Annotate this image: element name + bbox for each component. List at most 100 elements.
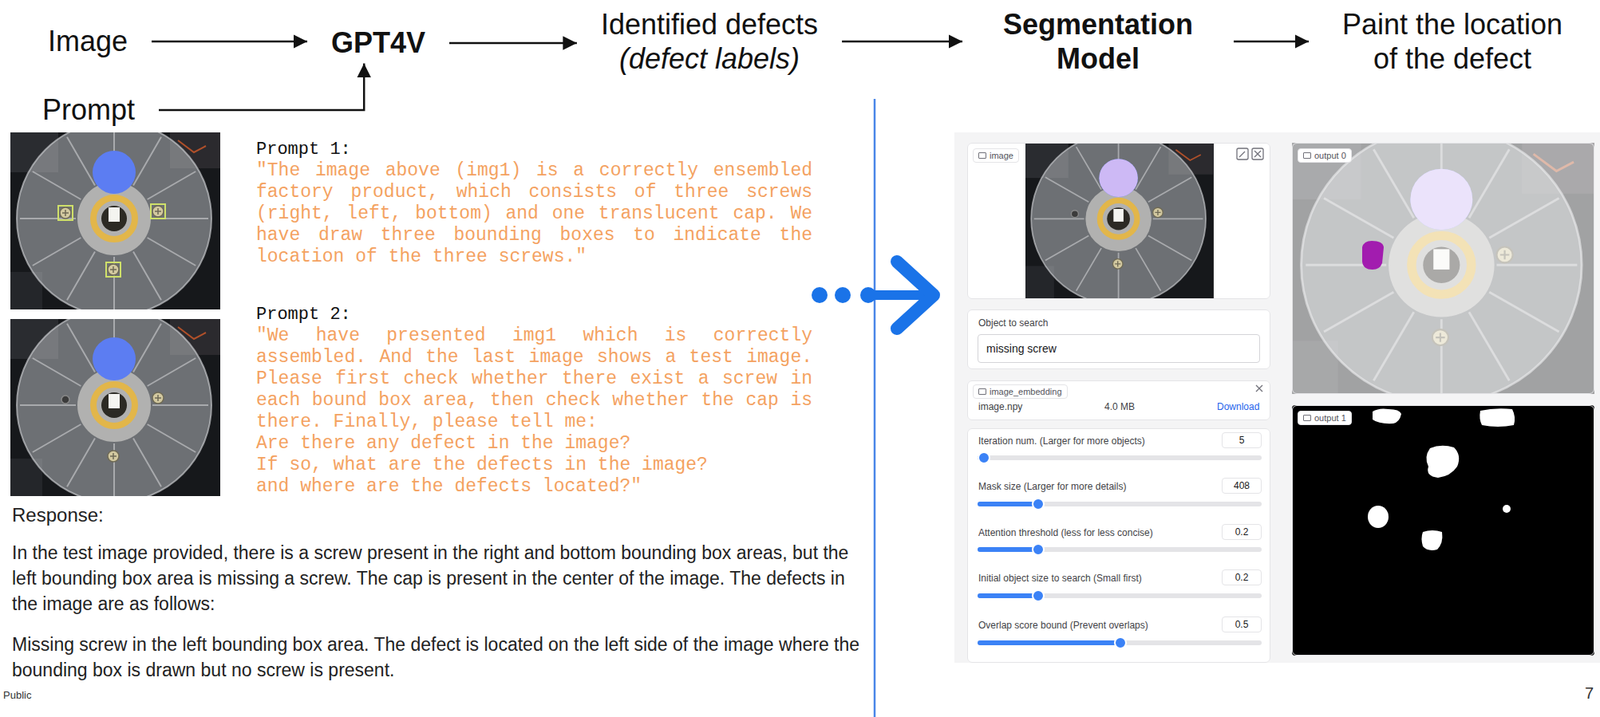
- step-label: GPT4V: [331, 25, 426, 60]
- test-image: [61, 395, 70, 404]
- divider: [873, 98, 877, 717]
- prompt-text: "The image above (img1) is a correctly e…: [256, 160, 813, 269]
- sliders: [1114, 637, 1126, 649]
- classification-note: Public: [3, 689, 32, 703]
- prompt-heading: Prompt 1:: [256, 138, 813, 161]
- sliders: [977, 593, 1262, 599]
- output-mask: [1367, 505, 1389, 529]
- continue-arrow: [834, 287, 851, 304]
- sliders: [977, 547, 1262, 553]
- flow-step: Paint the location of the defect: [1308, 3, 1597, 80]
- panel-text: Mask size (Larger for more details): [978, 481, 1126, 494]
- sliders: [977, 455, 1262, 461]
- flow-arrow: [1233, 40, 1309, 44]
- input-image: [1025, 133, 1214, 305]
- panel-tag: image: [972, 148, 1020, 163]
- value-box: 5: [1221, 432, 1262, 449]
- output-mask: [1479, 408, 1515, 427]
- step-label: Image: [47, 23, 128, 59]
- panel-tag: image_embedding: [972, 384, 1068, 400]
- reference-image: [58, 205, 73, 221]
- panel-icons: [1254, 150, 1261, 158]
- output-mask-overlay: [1362, 240, 1384, 270]
- value-box: 0.2: [1221, 524, 1262, 541]
- panel-text: image.npy: [978, 401, 1023, 414]
- panel-icons: [1239, 151, 1245, 158]
- flow-arrow: [841, 40, 963, 44]
- page-number: 7: [1584, 683, 1594, 704]
- prompt-block: Prompt 2:"We have presented img1 which i…: [256, 304, 813, 498]
- slider-value: 5: [1222, 433, 1261, 448]
- reference-image: [106, 262, 121, 277]
- test-image: [152, 392, 164, 404]
- sliders: [1032, 498, 1044, 510]
- panel-text: Initial object size to search (Small fir…: [978, 572, 1142, 585]
- app-screenshot: [967, 309, 1271, 370]
- app-screenshot: [954, 132, 1600, 664]
- flow-step: Identified defects(defect labels): [576, 3, 842, 80]
- flow-step: Image: [23, 20, 152, 62]
- test-image: [107, 450, 119, 463]
- flow-step: GPT4V: [307, 22, 450, 64]
- input-image: [1153, 207, 1164, 218]
- app-screenshot: [967, 428, 1271, 664]
- response-block: Response:In the test image provided, the…: [11, 502, 862, 684]
- prompt-heading: Prompt 2:: [256, 304, 813, 326]
- text-input: missing screw: [977, 334, 1261, 364]
- input-image: [1025, 133, 1214, 305]
- output-mask-overlay: [1291, 142, 1595, 395]
- panel-icons: [1236, 148, 1249, 160]
- output-mask: [1291, 405, 1595, 656]
- prompt-question: and where are the defects located?": [256, 476, 813, 498]
- response-heading: Response:: [11, 502, 862, 529]
- prompt-question: Are there any defect in the image?: [256, 433, 813, 455]
- sliders: [977, 593, 1039, 599]
- flow-step: Prompt: [18, 89, 159, 131]
- ui-panel: Iteration num. (Larger for more objects)…: [967, 428, 1271, 664]
- sliders: [1032, 590, 1044, 602]
- reference-image: [10, 121, 221, 317]
- ui-panel: output 1: [1291, 405, 1595, 656]
- reference-image: [10, 121, 221, 317]
- flow-arrow: [158, 63, 364, 111]
- response-text: Missing screw in the left bounding box a…: [11, 632, 862, 684]
- sliders: [977, 501, 1039, 507]
- sliders: [1032, 544, 1044, 556]
- slider-value: 0.2: [1222, 570, 1261, 585]
- reference-image: [152, 205, 164, 218]
- app-screenshot: [1291, 142, 1595, 395]
- output-mask-overlay: [1291, 126, 1595, 403]
- continue-arrow: [811, 261, 934, 329]
- sliders: [977, 640, 1121, 646]
- panel-text: Attention threshold (less for less conci…: [978, 527, 1154, 540]
- output-mask-overlay: [1291, 126, 1595, 403]
- panel-icons: [1252, 148, 1264, 160]
- slider-value: 0.2: [1222, 525, 1261, 540]
- ui-panel: image: [967, 142, 1271, 300]
- sliders: [978, 452, 990, 464]
- panel-text: Object to search: [978, 317, 1048, 330]
- input-image: [1112, 259, 1123, 269]
- ui-panel: Object to search missing screw: [967, 309, 1271, 370]
- ui-panel: image_embeddingimage.npy4.0 MBDownload: [967, 380, 1271, 421]
- panel-icons: [1256, 385, 1263, 392]
- output-mask: [1367, 408, 1515, 551]
- reference-image: [59, 207, 72, 219]
- input-image: [1070, 210, 1079, 218]
- test-image: [10, 308, 221, 503]
- reference-image: [150, 204, 166, 219]
- panel-tag: output 0: [1297, 148, 1352, 163]
- value-box: 0.5: [1221, 616, 1262, 633]
- output-mask: [1426, 446, 1459, 479]
- output-mask: [1291, 405, 1595, 656]
- panel-text: Overlap score bound (Prevent overlaps): [978, 620, 1149, 633]
- slider-value: 0.5: [1222, 617, 1261, 633]
- step-label: Identified defects: [600, 7, 818, 42]
- panel-text: 4.0 MB: [1104, 401, 1135, 414]
- sliders: [977, 547, 1039, 553]
- flow-arrow: [449, 42, 577, 45]
- output-mask: [1422, 530, 1443, 551]
- output-mask: [1372, 408, 1402, 424]
- divider: [874, 98, 876, 717]
